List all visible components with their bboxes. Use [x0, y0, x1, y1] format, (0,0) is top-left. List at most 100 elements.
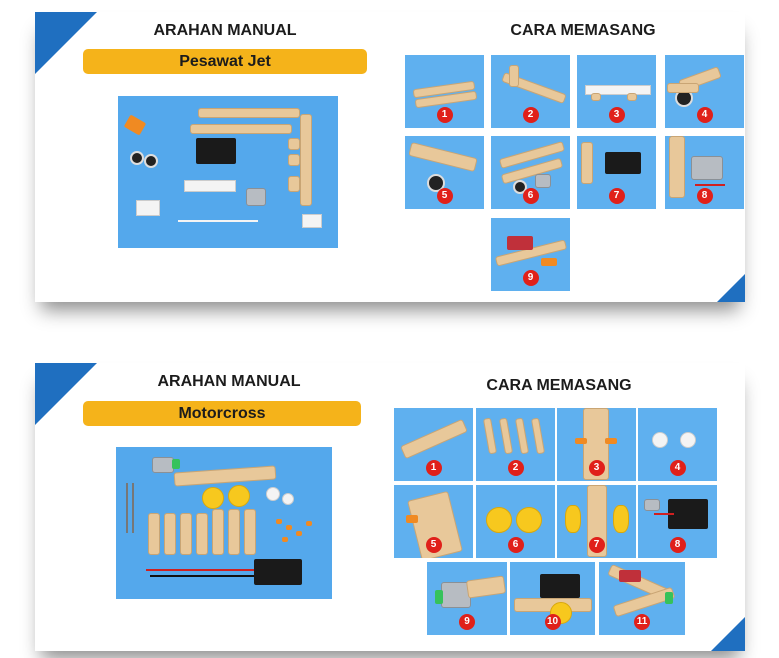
motor: [644, 499, 660, 511]
wood-stick: [669, 136, 685, 198]
step-image-1: 1: [394, 408, 473, 481]
white-part: [282, 493, 294, 505]
manual-card-motorcross: ARAHAN MANUAL Motorcross CARA MEMASANG 1: [35, 363, 745, 651]
orange-piece: [406, 515, 418, 523]
black-wire: [150, 575, 254, 577]
wheel-part: [130, 151, 144, 165]
orange-piece: [282, 537, 288, 542]
battery-holder: [540, 574, 580, 598]
wood-stick: [408, 141, 478, 173]
wood-stick: [482, 417, 498, 455]
step-number-badge: 3: [588, 460, 605, 476]
step-image-2: 2: [491, 55, 570, 128]
step-image-8: 8: [638, 485, 717, 558]
step-number-badge: 1: [436, 107, 453, 123]
step-number-badge: 9: [459, 614, 475, 630]
white-part: [652, 432, 668, 448]
battery-holder: [605, 152, 641, 174]
propeller: [123, 114, 147, 136]
screw: [132, 483, 134, 533]
motor: [246, 188, 266, 206]
step-number-badge: 11: [634, 614, 650, 630]
wood-stick: [198, 108, 300, 118]
step-number-badge: 10: [544, 614, 561, 630]
yellow-wheel: [486, 507, 512, 533]
wood-stick: [164, 513, 176, 555]
step-image-6: 6: [491, 136, 570, 209]
step-image-9: 9: [427, 562, 507, 635]
wood-stick: [173, 465, 277, 487]
battery-holder: [254, 559, 302, 585]
wood-block: [288, 176, 300, 192]
gear-part: [435, 590, 443, 604]
wood-stick: [212, 509, 224, 555]
wood-block: [627, 93, 637, 101]
wood-stick: [400, 418, 468, 460]
step-image-4: 4: [665, 55, 744, 128]
gear-part: [172, 459, 180, 469]
wood-stick: [581, 142, 593, 184]
shaft: [178, 220, 258, 222]
parts-photo: [118, 96, 338, 248]
white-part: [585, 85, 651, 95]
yellow-wheel: [613, 505, 629, 533]
wood-stick: [228, 509, 240, 555]
wood-stick: [498, 417, 514, 455]
step-image-5: 5: [405, 136, 484, 209]
orange-piece: [286, 525, 292, 530]
step-image-8: 8: [665, 136, 744, 209]
step-image-5: 5: [394, 485, 473, 558]
step-number-badge: 5: [436, 188, 453, 204]
manual-card-pesawat-jet: ARAHAN MANUAL Pesawat Jet CARA MEMASANG …: [35, 12, 745, 302]
yellow-wheel: [202, 487, 224, 509]
wheel-part: [427, 174, 445, 192]
wood-block: [509, 65, 519, 87]
step-image-2: 2: [476, 408, 555, 481]
propeller: [541, 258, 557, 266]
white-part: [136, 200, 160, 216]
red-wire: [146, 569, 254, 571]
wood-stick: [180, 513, 192, 555]
orange-piece: [296, 531, 302, 536]
gear-part: [665, 592, 673, 604]
steps-heading: CARA MEMASANG: [510, 22, 656, 39]
motor: [535, 174, 551, 188]
wood-stick: [300, 114, 312, 206]
yellow-wheel: [228, 485, 250, 507]
wood-block: [288, 138, 300, 150]
step-number-badge: 7: [588, 537, 605, 553]
step-number-badge: 5: [425, 537, 442, 553]
screw: [126, 483, 128, 533]
step-image-3: 3: [557, 408, 636, 481]
wood-stick: [514, 417, 530, 455]
step-number-badge: 2: [507, 460, 524, 476]
wood-stick: [465, 575, 507, 599]
wood-stick: [244, 509, 256, 555]
yellow-wheel: [565, 505, 581, 533]
step-number-badge: 8: [669, 537, 686, 553]
step-image-7: 7: [577, 136, 656, 209]
step-number-badge: 7: [608, 188, 625, 204]
step-image-9: 9: [491, 218, 570, 291]
orange-piece: [276, 519, 282, 524]
battery-holder: [196, 138, 236, 164]
product-name-pill: Pesawat Jet: [83, 49, 367, 74]
step-image-4: 4: [638, 408, 717, 481]
white-part: [302, 214, 322, 228]
step-image-10: 10: [510, 562, 595, 635]
steps-heading: CARA MEMASANG: [486, 377, 632, 394]
wheel-part: [144, 154, 158, 168]
battery-holder: [668, 499, 708, 529]
step-number-badge: 4: [669, 460, 686, 476]
red-wire: [654, 513, 674, 515]
red-wire: [695, 184, 725, 186]
step-image-3: 3: [577, 55, 656, 128]
corner-accent-bottom-right: [717, 274, 745, 302]
white-part: [266, 487, 280, 501]
wood-stick: [148, 513, 160, 555]
wood-stick: [196, 513, 208, 555]
manual-heading: ARAHAN MANUAL: [157, 373, 301, 390]
wood-stick: [190, 124, 292, 134]
step-number-badge: 4: [696, 107, 713, 123]
product-name-pill: Motorcross: [83, 401, 361, 426]
